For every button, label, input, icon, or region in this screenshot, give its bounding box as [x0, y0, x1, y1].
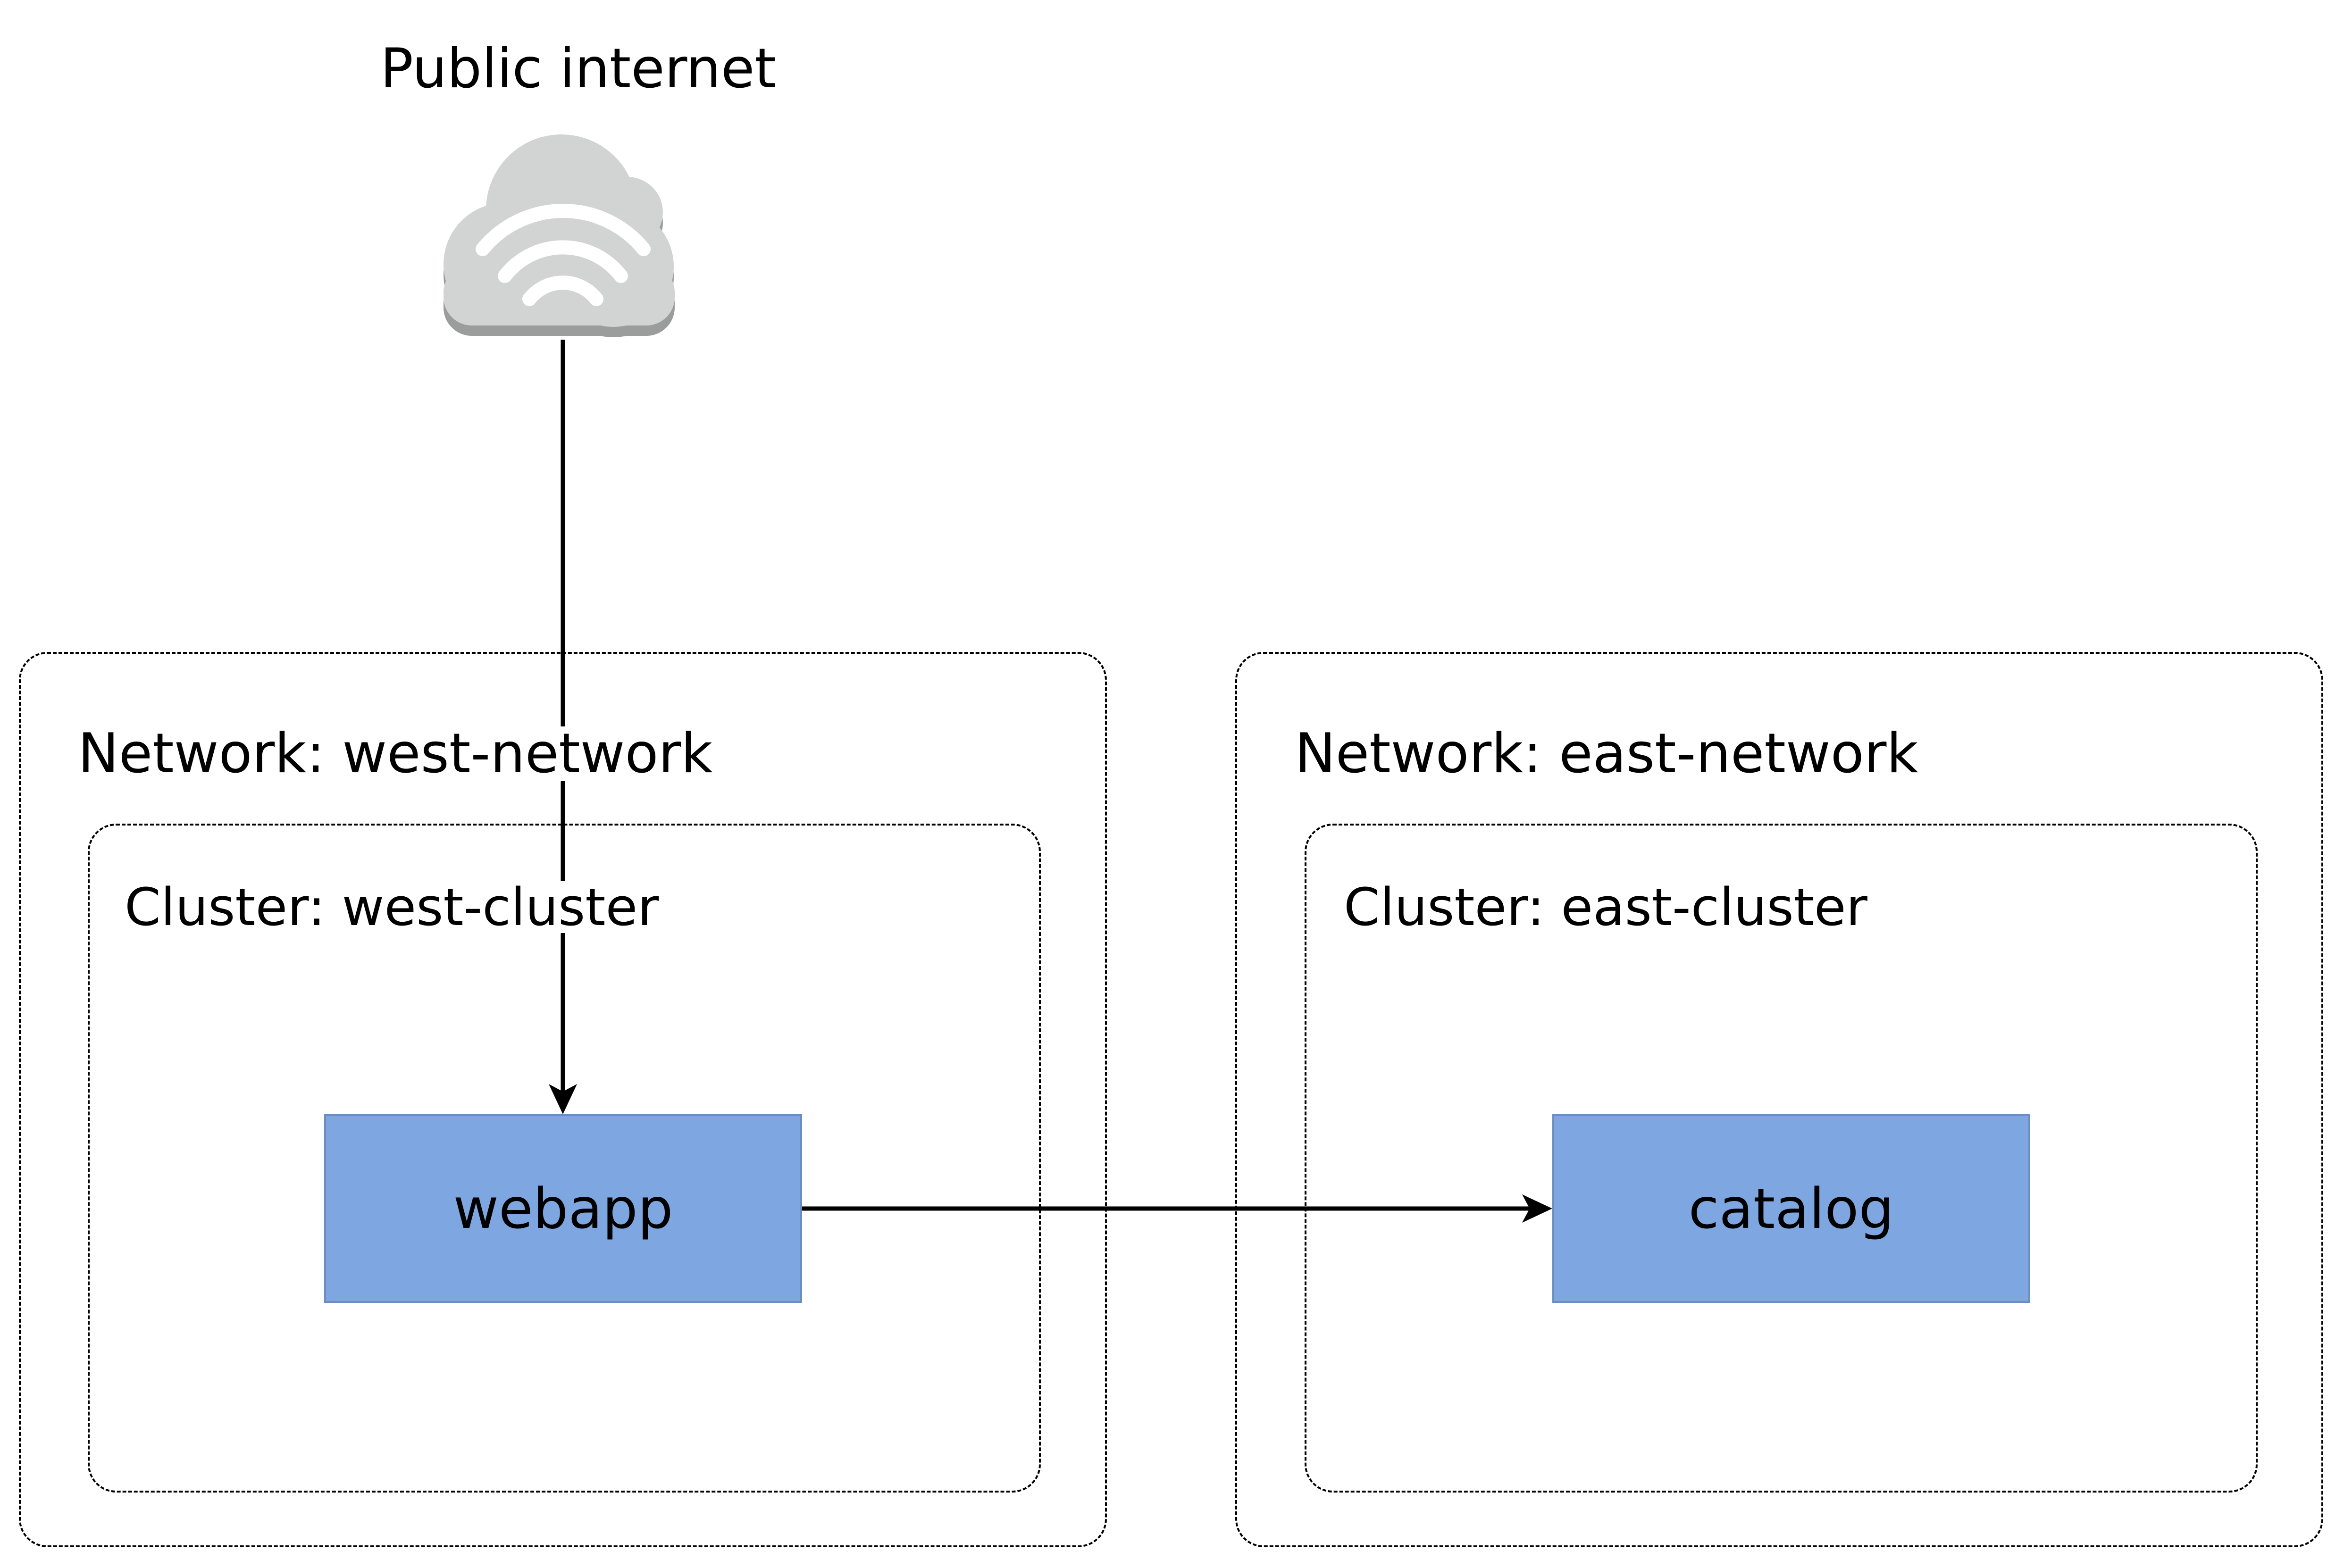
network-box-east [1235, 652, 2323, 1547]
cluster-box-west [88, 824, 1041, 1493]
network-box-west [19, 652, 1107, 1547]
service-webapp: webapp [324, 1114, 802, 1303]
cloud-wifi-icon [444, 134, 675, 337]
arrowhead-webapp [549, 1084, 577, 1114]
internet-label: Public internet [380, 37, 776, 100]
network-label-west: Network: west-network [78, 726, 716, 781]
cluster-box-east [1305, 824, 2258, 1493]
service-catalog: catalog [1552, 1114, 2030, 1303]
network-label-east: Network: east-network [1295, 722, 1918, 785]
cluster-label-west: Cluster: west-cluster [125, 877, 659, 937]
arrowhead-catalog [1522, 1194, 1552, 1223]
cluster-label-east: Cluster: east-cluster [1344, 877, 1867, 937]
